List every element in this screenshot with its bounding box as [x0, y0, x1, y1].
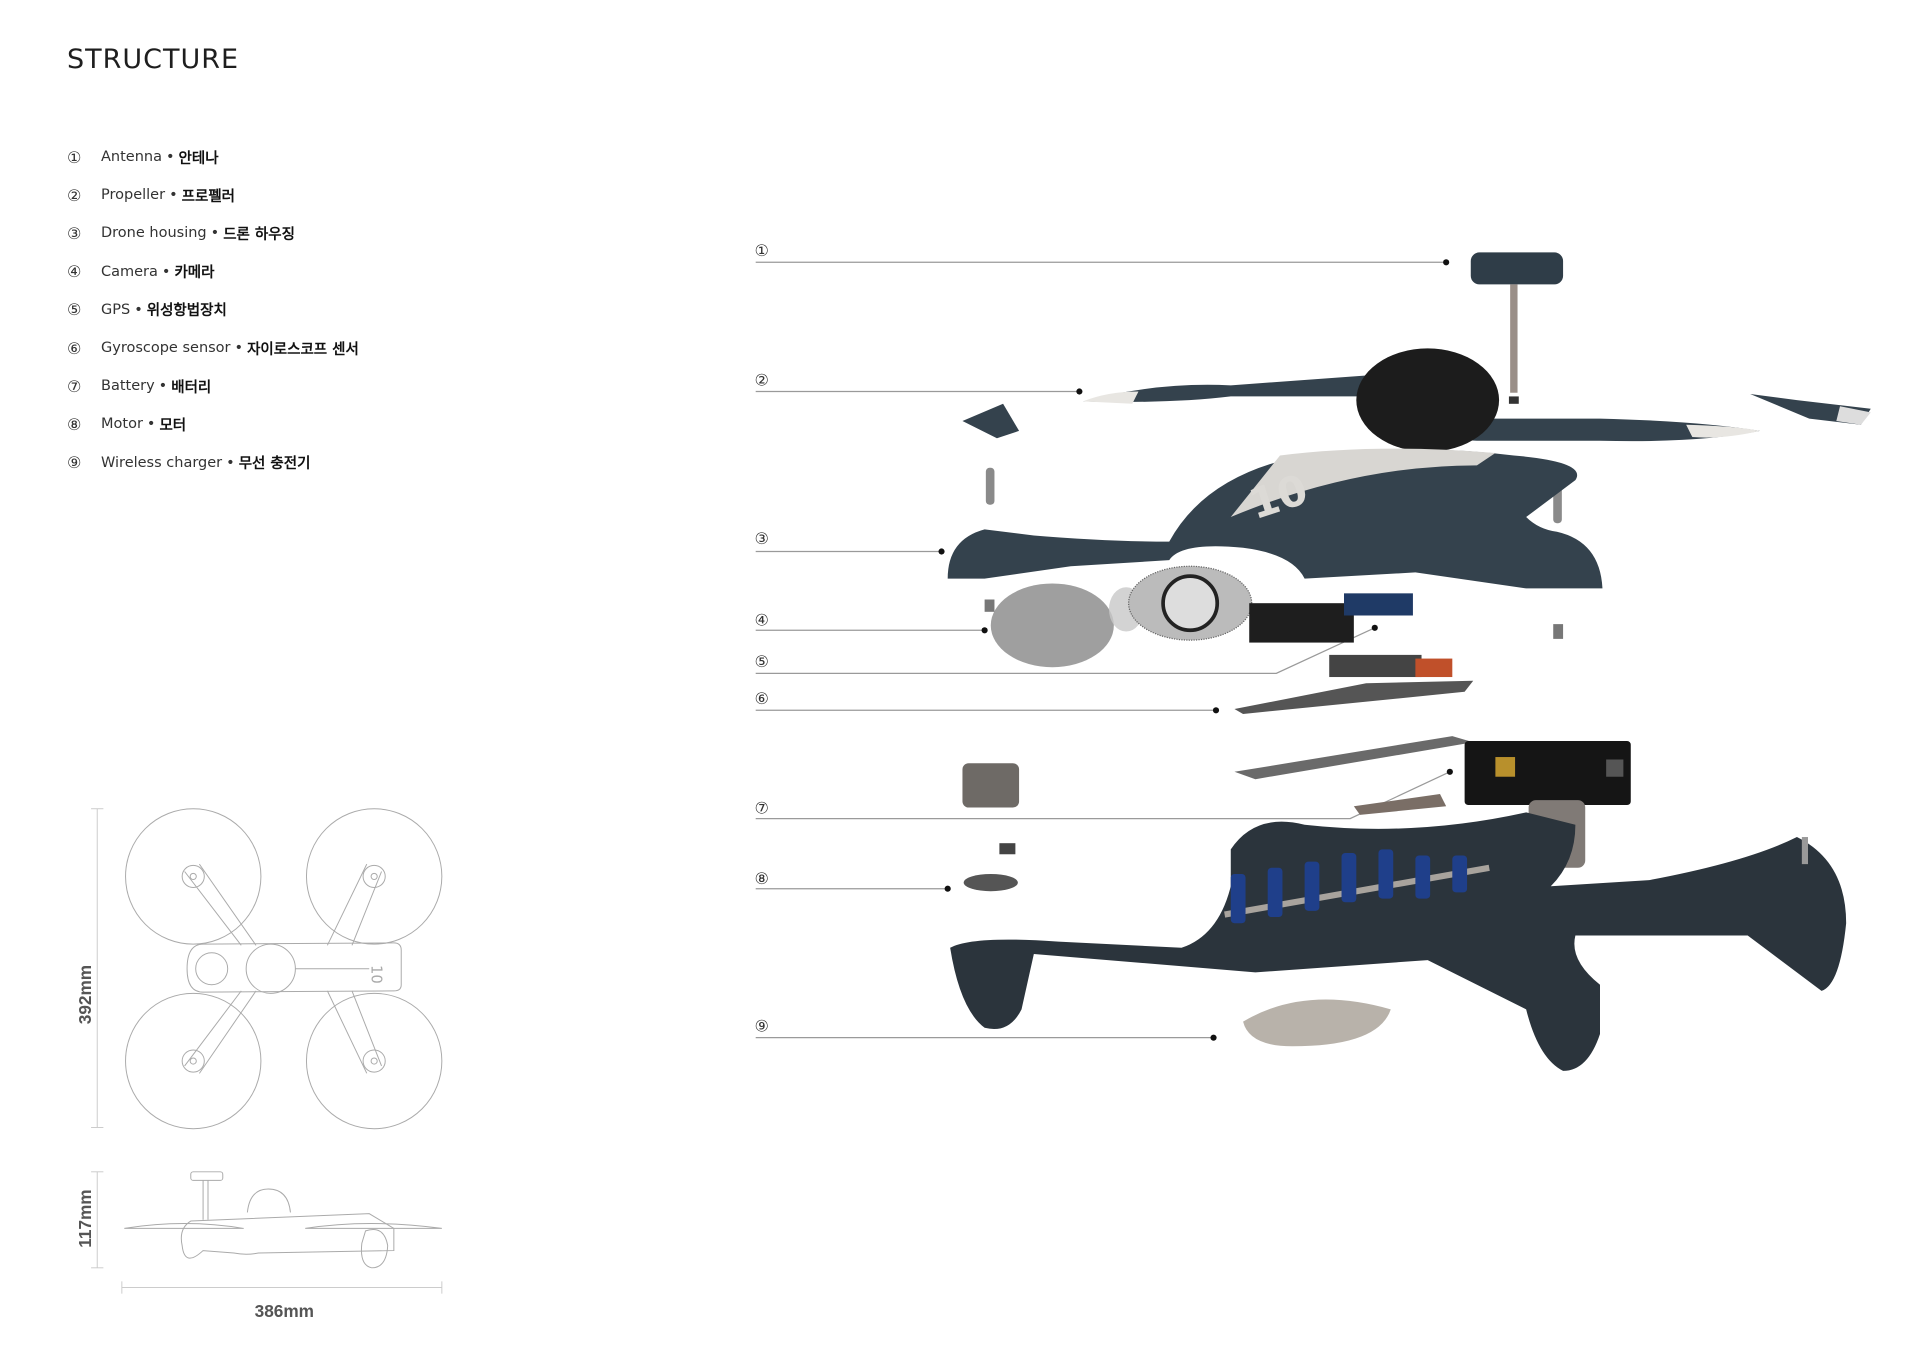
width-dimension: 386mm [255, 1301, 314, 1321]
bullet: • [146, 416, 156, 433]
legend-en: Antenna [101, 149, 162, 166]
legend-ko: 드론 하우징 [223, 226, 295, 243]
antenna-part [1470, 252, 1564, 404]
side-view-drawing [91, 1171, 443, 1294]
height-dimension: 392mm [75, 965, 95, 1024]
legend-en: Motor [101, 416, 143, 433]
legend-item-gyroscope: ⑥ Gyroscope sensor•자이로스코프 센서 [67, 329, 359, 367]
legend-item-battery: ⑦ Battery•배터리 [67, 367, 359, 405]
top-view-drawing: 10 [91, 808, 443, 1130]
legend-ko: 안테나 [178, 150, 219, 167]
gyroscope-part [1234, 680, 1474, 714]
legend-number: ② [67, 185, 82, 205]
legend-number: ⑧ [67, 414, 82, 434]
legend-ko: 카메라 [174, 265, 215, 282]
legend-ko: 프로펠러 [181, 188, 236, 205]
legend-number: ① [67, 147, 82, 167]
bullet: • [169, 187, 178, 204]
bullet: • [234, 340, 244, 357]
legend-en: GPS [101, 301, 131, 318]
callout-6: ⑥ [754, 689, 768, 708]
propeller-parts [962, 375, 1871, 442]
wireless-charger-frame [950, 812, 1847, 1071]
legend-item-propeller: ② Propeller•프로펠러 [67, 176, 359, 214]
legend-item-gps: ⑤ GPS•위성항법장치 [67, 291, 359, 329]
callout-3: ③ [754, 529, 768, 548]
legend-en: Propeller [101, 187, 166, 204]
depth-dimension: 117mm [75, 1189, 95, 1247]
legend-en: Camera [101, 263, 158, 280]
callout-7: ⑦ [754, 799, 768, 818]
callout-dots [938, 259, 1453, 1041]
battery-part [1234, 736, 1631, 815]
page-title: STRUCTURE [67, 44, 240, 75]
legend-item-camera: ④ Camera•카메라 [67, 253, 359, 291]
legend-number: ⑦ [67, 376, 82, 396]
drone-housing-part: 10 [947, 448, 1603, 589]
dome-part [1356, 348, 1500, 452]
pins [984, 467, 1564, 639]
legend-ko: 모터 [159, 417, 187, 434]
legend-number: ④ [67, 262, 82, 282]
legend-number: ⑥ [67, 338, 82, 358]
decal-number: 10 [368, 965, 385, 984]
bullet: • [210, 225, 220, 242]
callout-5: ⑤ [754, 652, 768, 671]
bullet: • [161, 263, 171, 280]
legend-en: Battery [101, 378, 155, 395]
legend-number: ⑨ [67, 453, 82, 473]
legend-number: ⑤ [67, 300, 82, 320]
bullet: • [165, 149, 175, 166]
legend-ko: 배터리 [171, 379, 212, 396]
callout-2: ② [754, 370, 768, 389]
bullet: • [134, 301, 143, 318]
legend-number: ③ [67, 223, 82, 243]
legend-en: Gyroscope sensor [101, 340, 231, 357]
callout-9: ⑨ [754, 1016, 768, 1035]
bullet: • [226, 454, 235, 471]
bullet: • [158, 378, 168, 395]
legend-ko: 자이로스코프 센서 [247, 341, 359, 358]
legend-item-motor: ⑧ Motor•모터 [67, 405, 359, 443]
callout-4: ④ [754, 610, 768, 629]
legend-item-charger: ⑨ Wireless charger•무선 충전기 [67, 444, 359, 482]
legend-item-antenna: ① Antenna•안테나 [67, 138, 359, 176]
callout-1: ① [754, 241, 768, 260]
gps-part [1249, 593, 1453, 678]
legend-ko: 무선 충전기 [238, 456, 311, 473]
legend-en: Drone housing [101, 225, 207, 242]
camera-part [990, 565, 1253, 668]
legend-en: Wireless charger [101, 454, 223, 471]
callouts [755, 261, 1451, 1039]
callout-8: ⑧ [754, 869, 768, 888]
legend-ko: 위성항법장치 [146, 303, 227, 320]
legend-item-housing: ③ Drone housing•드론 하우징 [67, 214, 359, 252]
